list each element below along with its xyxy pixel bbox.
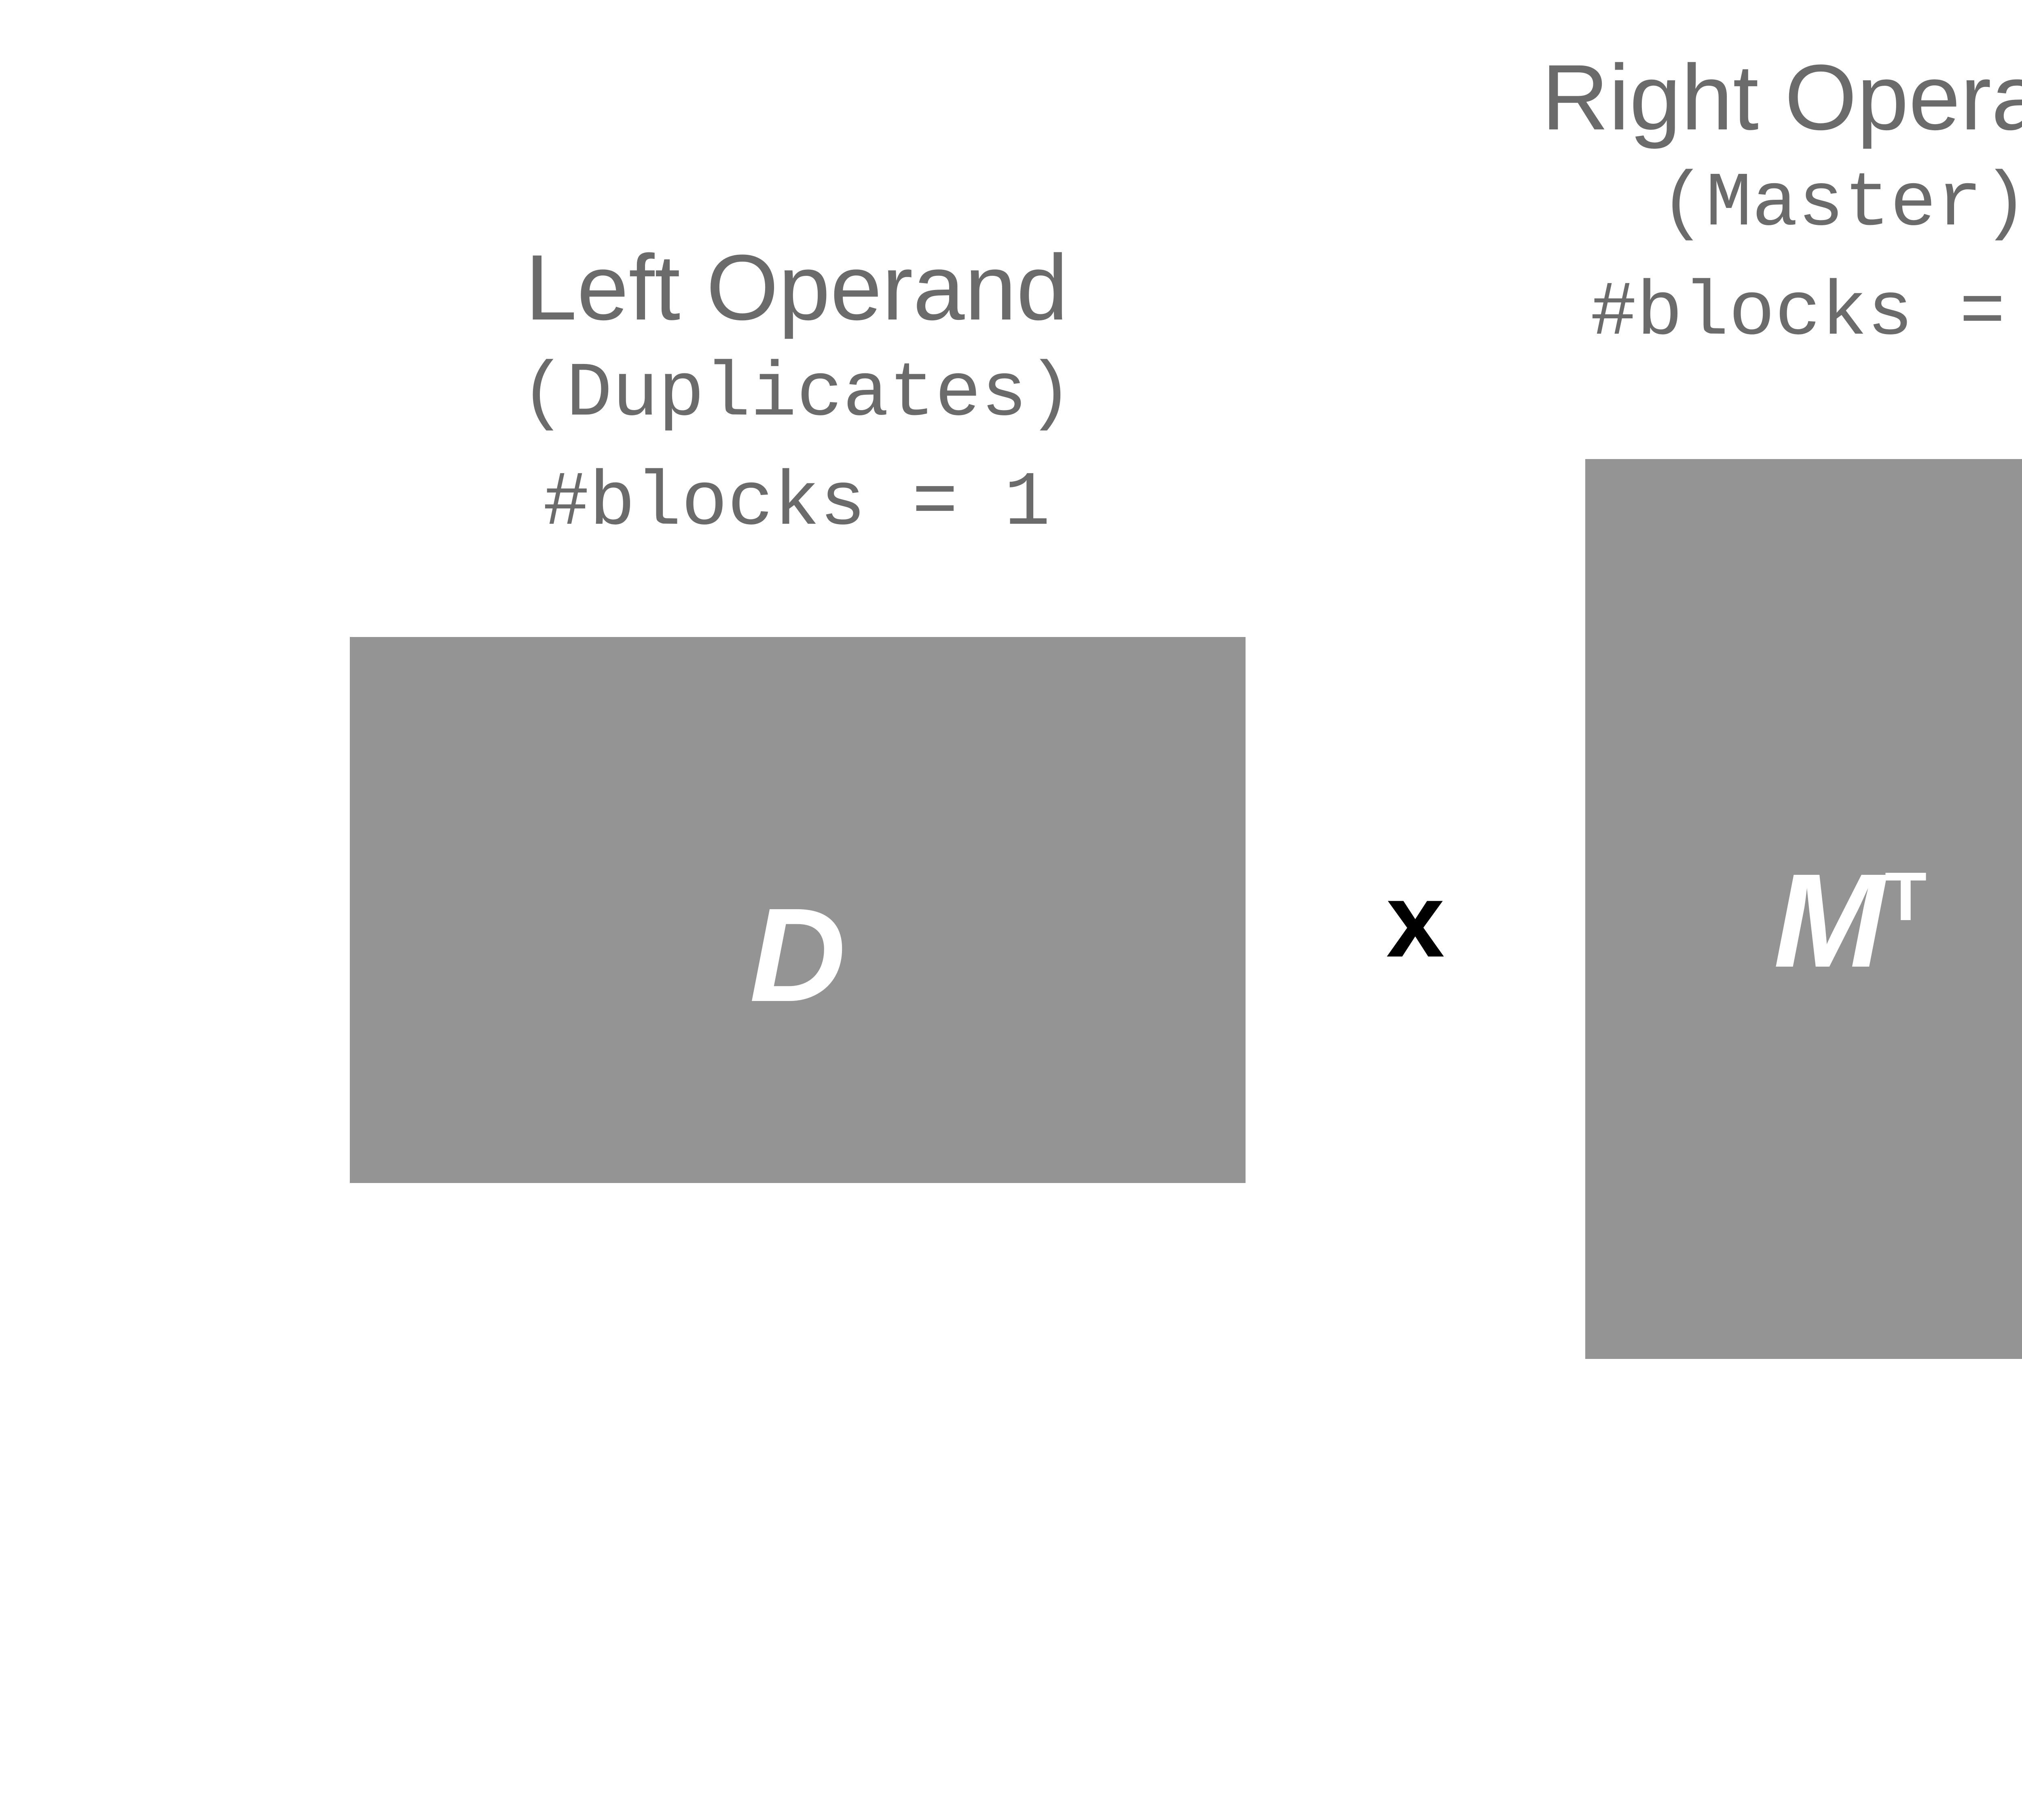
- right-operand-subtitle: (Master): [1659, 162, 2022, 249]
- left-operand-blocks-count: #blocks = 1: [543, 461, 1051, 548]
- multiply-operator: x: [1386, 863, 1445, 981]
- right-operand-blocks-count: #blocks = 1: [1590, 271, 2022, 358]
- master-matrix-rect: MT: [1585, 459, 2022, 1359]
- left-operand-title: Left Operand: [525, 235, 1068, 340]
- matrix-label-m-transpose: MT: [1774, 842, 1927, 996]
- matrix-letter: M: [1773, 844, 1885, 994]
- matrix-letter: D: [749, 880, 846, 1029]
- right-operand-label-block: Right Operand (Master) #blocks = 1: [1197, 42, 2022, 370]
- duplicates-matrix-rect: D: [350, 637, 1246, 1183]
- right-operand-title: Right Operand: [1542, 44, 2022, 150]
- matrix-transpose-superscript: T: [1885, 858, 1927, 935]
- matrix-label-d: D: [749, 878, 846, 1031]
- left-operand-subtitle: (Duplicates): [520, 352, 1074, 439]
- left-operand-label-block: Left Operand (Duplicates) #blocks = 1: [150, 233, 1444, 560]
